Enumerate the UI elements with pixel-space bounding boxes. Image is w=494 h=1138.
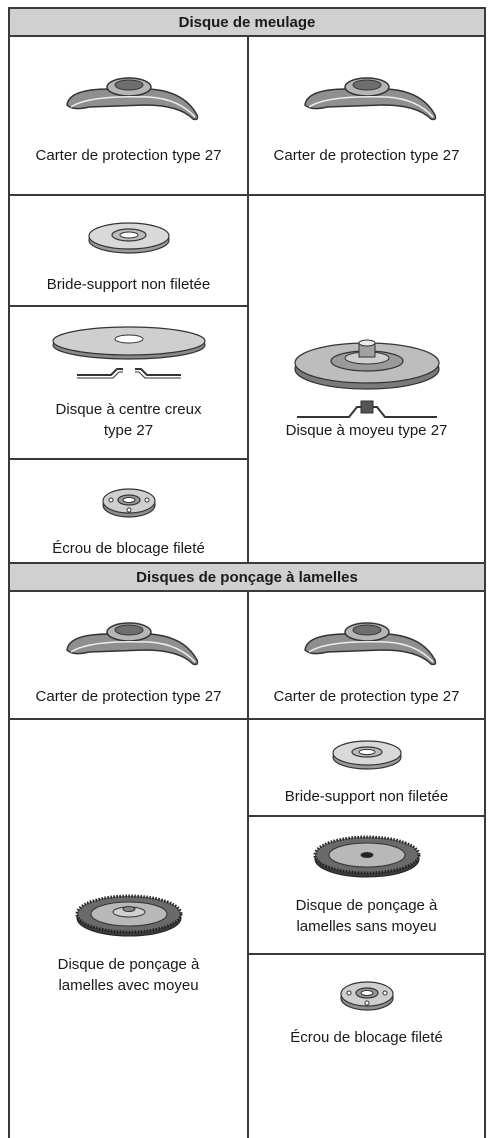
guard-icon xyxy=(65,622,198,666)
guard-icon xyxy=(65,77,198,121)
accessory-table: Disque de meulage Carter de protection t… xyxy=(8,7,486,1138)
backing-flange-icon xyxy=(87,222,170,254)
depressed-disc-cell: Disque à centre creux type 27 xyxy=(8,305,249,460)
flap-disc-no-hub-cell: Disque de ponçage à lamelles sans moyeu xyxy=(247,815,486,955)
flap-disc-with-hub-icon xyxy=(75,894,182,937)
depressed-disc-label: Disque à centre creux type 27 xyxy=(55,401,202,439)
backing-flange-cell: Bride-support non filetée xyxy=(8,194,249,307)
guard-cell-right: Carter de protection type 27 xyxy=(247,590,486,720)
flap-disc-without-hub-icon xyxy=(313,835,420,878)
guard-label: Carter de protection type 27 xyxy=(273,688,460,705)
guard-icon xyxy=(303,622,436,666)
flap-disc-hub-label: Disque de ponçage à lamelles avec moyeu xyxy=(57,956,200,994)
guard-label: Carter de protection type 27 xyxy=(273,147,460,164)
backing-flange-cell: Bride-support non filetée xyxy=(247,718,486,817)
lock-nut-cell: Écrou de blocage fileté xyxy=(8,458,249,564)
backing-flange-label: Bride-support non filetée xyxy=(284,788,449,805)
guard-cell-right: Carter de protection type 27 xyxy=(247,35,486,196)
section-header-flap-discs: Disques de ponçage à lamelles xyxy=(8,562,486,592)
depressed-center-disc-icon xyxy=(51,326,206,379)
section-title: Disques de ponçage à lamelles xyxy=(136,568,358,586)
backing-flange-label: Bride-support non filetée xyxy=(46,276,211,293)
flap-disc-hub-cell: Disque de ponçage à lamelles avec moyeu xyxy=(8,718,249,1138)
hub-disc-cell: Disque à moyeu type 27 xyxy=(247,194,486,564)
lock-nut-icon xyxy=(101,488,156,518)
lock-nut-cell: Écrou de blocage fileté xyxy=(247,953,486,1138)
guard-label: Carter de protection type 27 xyxy=(35,688,222,705)
section-title: Disque de meulage xyxy=(178,13,316,31)
lock-nut-icon xyxy=(339,981,394,1011)
guard-cell-left: Carter de protection type 27 xyxy=(8,35,249,196)
lock-nut-label: Écrou de blocage fileté xyxy=(52,540,205,557)
flap-disc-no-hub-label: Disque de ponçage à lamelles sans moyeu xyxy=(295,897,438,935)
guard-label: Carter de protection type 27 xyxy=(35,147,222,164)
hub-disc-icon xyxy=(293,339,440,418)
section-header-grinding-disc: Disque de meulage xyxy=(8,7,486,37)
backing-flange-icon xyxy=(331,740,402,770)
hub-disc-label: Disque à moyeu type 27 xyxy=(285,422,448,439)
guard-icon xyxy=(303,77,436,121)
lock-nut-label: Écrou de blocage fileté xyxy=(290,1029,443,1046)
guard-cell-left: Carter de protection type 27 xyxy=(8,590,249,720)
